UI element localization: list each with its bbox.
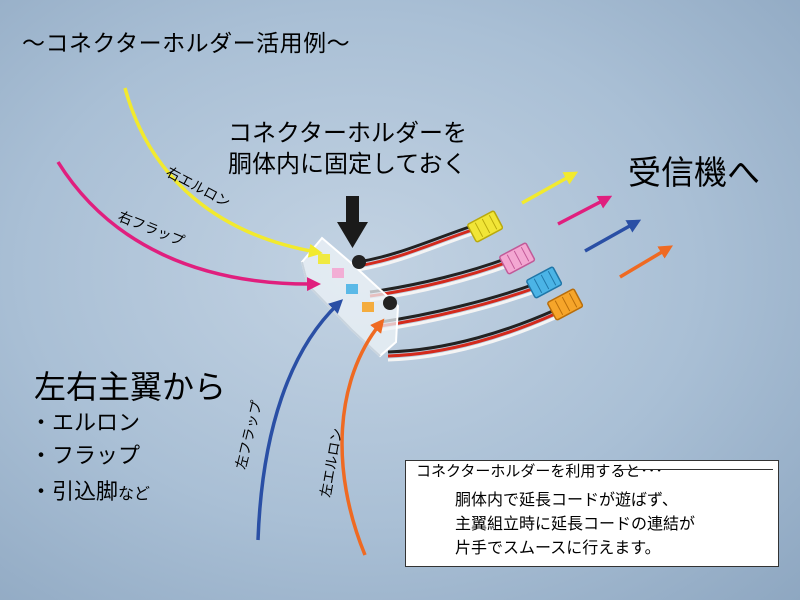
to-receiver-arrow-magenta: [557, 195, 613, 226]
callout-line: コネクターホルダーを: [228, 119, 468, 147]
to-receiver-arrow-blue: [584, 219, 642, 253]
note-line: 主翼組立時に延長コードの連結が: [455, 514, 696, 533]
source-heading: 左右主翼から: [34, 368, 227, 406]
label-right-flap: 右フラップ: [116, 209, 187, 250]
right-aileron-wire: [123, 87, 323, 258]
source-item-retract-label: ・引込脚: [30, 480, 119, 505]
left-aileron-wire: [340, 318, 385, 556]
note-body: 胴体内で延長コードが遊ばず、 主翼組立時に延長コードの連結が 片手でスムースに行…: [455, 488, 695, 560]
to-receiver-arrow-yellow: [521, 171, 579, 205]
note-line: 胴体内で延長コードが遊ばず、: [455, 490, 678, 509]
note-title-rule: [616, 469, 773, 470]
page-title: 〜コネクターホルダー活用例〜: [22, 31, 351, 57]
holder-callout: コネクターホルダーを 胴体内に固定しておく: [228, 118, 467, 180]
source-item-retract: ・引込脚など: [30, 474, 150, 506]
callout-line: 胴体内に固定しておく: [228, 150, 467, 178]
pointer-arrow: [337, 196, 368, 248]
to-receiver-arrow-orange: [619, 245, 674, 279]
receiver-label: 受信機へ: [628, 153, 760, 192]
label-right-aileron: 右エルロン: [163, 164, 232, 211]
note-box: [405, 460, 779, 567]
plug-connectors: [467, 210, 584, 321]
note-title: コネクターホルダーを利用すると･･･: [416, 462, 663, 480]
source-item-aileron: ・エルロン: [30, 411, 141, 436]
source-items-suffix: など: [118, 484, 151, 503]
right-flap-wire: [56, 161, 321, 292]
label-left-flap: 左フラップ: [233, 399, 265, 471]
left-flap-wire: [256, 299, 344, 541]
source-item-flap: ・フラップ: [30, 444, 141, 469]
note-line: 片手でスムースに行えます。: [455, 538, 661, 557]
